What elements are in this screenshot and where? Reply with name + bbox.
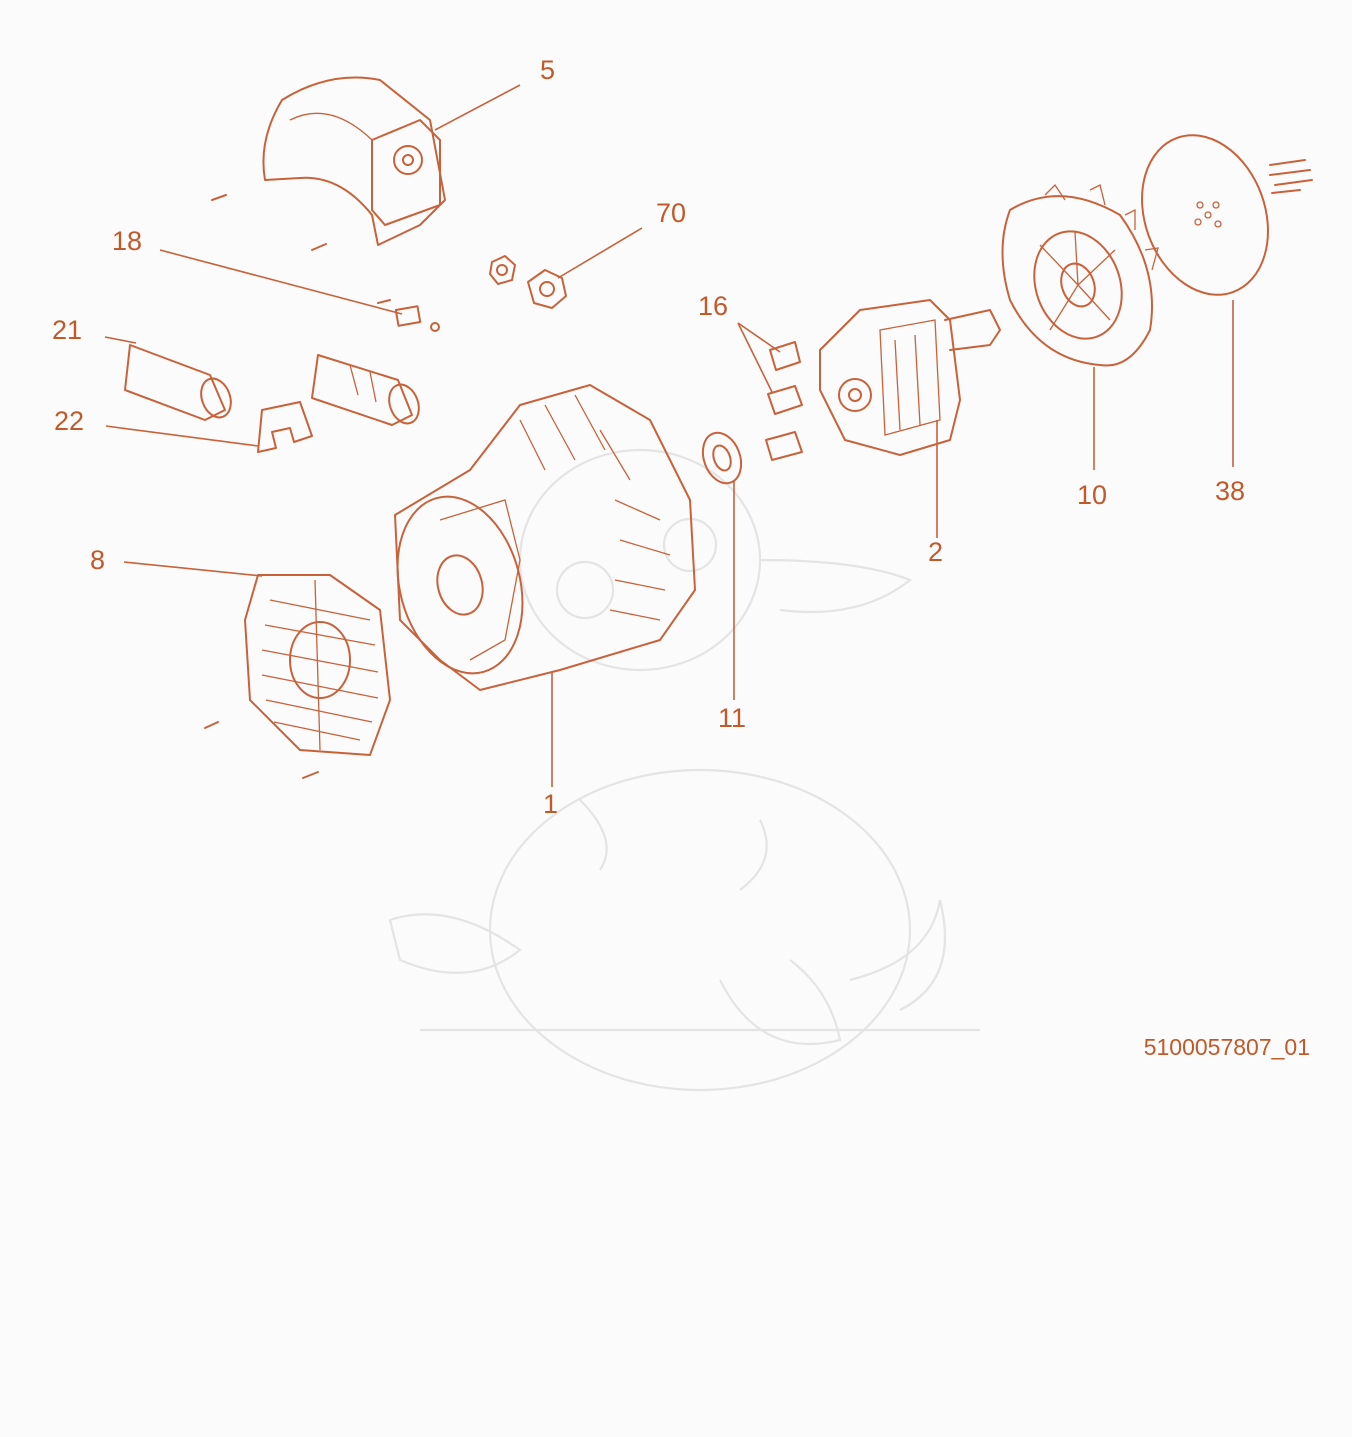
callout-11: 11 xyxy=(718,703,747,733)
watermark-mascot xyxy=(388,448,980,1092)
callout-38: 38 xyxy=(1215,476,1246,506)
part-8-grille xyxy=(204,574,391,779)
drawing-id: 5100057807_01 xyxy=(1143,1034,1310,1060)
part-2-rotor xyxy=(819,299,1001,456)
part-22-clamp xyxy=(257,401,313,453)
callout-1: 1 xyxy=(543,789,559,819)
callout-10: 10 xyxy=(1077,480,1108,510)
callout-22: 22 xyxy=(54,406,85,436)
callout-2: 2 xyxy=(928,537,944,567)
callout-70: 70 xyxy=(656,198,687,228)
part-5-cover xyxy=(211,76,446,251)
callout-8: 8 xyxy=(90,545,106,575)
part-18-terminal xyxy=(377,299,440,332)
callout-16: 16 xyxy=(698,291,729,321)
part-16-brushes xyxy=(765,341,803,461)
callout-18: 18 xyxy=(112,226,143,256)
callout-21: 21 xyxy=(52,315,83,345)
part-70-gland xyxy=(489,255,567,309)
part-11-bearing xyxy=(701,431,743,485)
part-38-disc xyxy=(1141,134,1313,296)
part-21-capacitors xyxy=(124,344,420,426)
callout-5: 5 xyxy=(540,55,556,85)
part-10-fan xyxy=(1001,183,1159,367)
leader-lines xyxy=(104,84,1234,787)
part-1-housing xyxy=(394,384,696,691)
